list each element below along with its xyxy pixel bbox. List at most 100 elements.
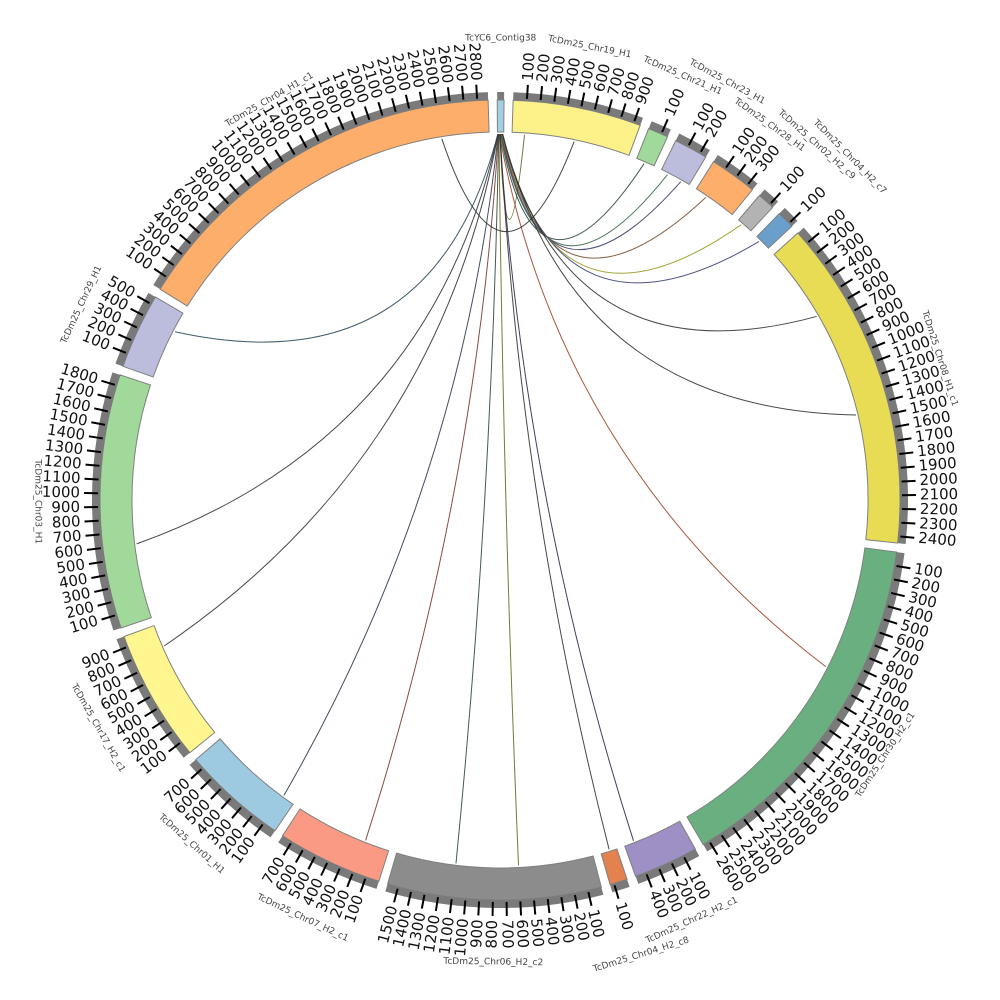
- ideogram-segment[interactable]: [112, 292, 184, 378]
- segment-name-label: TcDm25_Chr04_H2_c7: [810, 117, 888, 196]
- tick-mark: [887, 605, 902, 611]
- segment-band: [511, 99, 641, 156]
- tick-mark: [881, 368, 896, 375]
- tick-mark: [747, 172, 758, 185]
- tick-label: 1000: [42, 483, 80, 502]
- tick-mark: [84, 519, 99, 523]
- tick-label: 300: [60, 584, 92, 608]
- tick-mark: [434, 897, 440, 912]
- tick-mark: [91, 421, 106, 426]
- tick-mark: [683, 856, 692, 871]
- tick-label: 100: [584, 908, 608, 940]
- tick-mark: [539, 86, 544, 101]
- tick-mark: [346, 873, 354, 888]
- tick-mark: [725, 155, 735, 169]
- link-ribbon: [499, 133, 526, 220]
- segment-scale-band: [115, 292, 156, 367]
- tick-mark: [311, 128, 320, 142]
- tick-mark: [170, 244, 183, 256]
- tick-mark: [573, 894, 579, 909]
- ideogram-segment[interactable]: [189, 738, 294, 838]
- ideogram-segment[interactable]: [112, 624, 216, 758]
- tick-label: 2200: [920, 500, 959, 519]
- tick-mark: [803, 762, 816, 773]
- tick-label: 2300: [919, 514, 958, 534]
- tick-label: 700: [498, 920, 516, 949]
- tick-label: 500: [527, 918, 547, 948]
- ideogram-segment[interactable]: [773, 227, 916, 544]
- ideogram-segment[interactable]: [84, 372, 152, 631]
- ideogram-segment[interactable]: [660, 132, 710, 186]
- tick-mark: [432, 89, 438, 104]
- tick-mark: [153, 267, 167, 278]
- tick-label: 1900: [918, 454, 958, 475]
- tick-mark: [900, 535, 915, 539]
- tick-label: 100: [661, 86, 689, 119]
- tick-mark: [607, 99, 613, 114]
- tick-label: 800: [482, 920, 501, 949]
- tick-mark: [85, 463, 100, 467]
- tick-mark: [161, 256, 175, 267]
- tick-label: 600: [513, 919, 532, 949]
- tick-mark: [130, 684, 144, 693]
- segment-band: [660, 139, 707, 186]
- tick-mark: [876, 354, 891, 362]
- link-ribbon: [365, 133, 499, 841]
- tick-label: 200: [570, 911, 593, 942]
- tick-mark: [533, 900, 537, 915]
- tick-label: 300: [547, 54, 569, 85]
- tick-mark: [117, 333, 132, 341]
- ideogram-segment[interactable]: [511, 84, 643, 156]
- tick-mark: [883, 618, 898, 625]
- tick-mark: [448, 898, 453, 914]
- ideogram-segment[interactable]: [278, 808, 390, 893]
- ideogram-segment[interactable]: [624, 820, 700, 888]
- tick-mark: [333, 868, 341, 882]
- tick-mark: [866, 328, 880, 336]
- tick-mark: [94, 587, 109, 593]
- tick-mark: [519, 901, 523, 916]
- ideogram-layer: [84, 84, 916, 916]
- tick-label: 1100: [435, 916, 457, 956]
- tick-mark: [406, 891, 412, 906]
- segment-band: [195, 738, 294, 832]
- tick-label: 100: [776, 162, 809, 195]
- tick-mark: [179, 233, 192, 245]
- ideogram-segment[interactable]: [600, 848, 630, 900]
- link-ribbon: [455, 133, 500, 864]
- tick-mark: [363, 106, 371, 121]
- tick-mark: [824, 254, 838, 265]
- ideogram-segment[interactable]: [496, 92, 505, 133]
- tick-mark: [546, 899, 551, 914]
- tick-mark: [812, 751, 825, 762]
- link-ribbon: [501, 133, 707, 259]
- ideogram-segment[interactable]: [153, 84, 490, 307]
- tick-mark: [101, 614, 116, 621]
- ideogram-segment[interactable]: [686, 547, 911, 856]
- tick-mark: [130, 307, 144, 317]
- ideogram-segment[interactable]: [385, 852, 604, 916]
- tick-mark: [661, 118, 669, 133]
- tick-mark: [871, 341, 886, 349]
- tick-label: 1200: [43, 452, 83, 473]
- link-ribbon: [501, 133, 817, 332]
- ideogram-segment[interactable]: [695, 154, 758, 216]
- tick-mark: [854, 302, 868, 312]
- tick-mark: [857, 682, 871, 691]
- tick-mark: [253, 823, 264, 837]
- tick-label: 100: [797, 183, 830, 216]
- tick-mark: [282, 842, 292, 856]
- segment-scale-band: [116, 636, 190, 758]
- tick-mark: [418, 91, 424, 106]
- tick-mark: [850, 694, 865, 703]
- ideogram-segment[interactable]: [636, 118, 671, 167]
- ideogram-segment[interactable]: [737, 189, 782, 232]
- tick-label: 2100: [920, 485, 958, 503]
- tick-label: 500: [576, 59, 599, 91]
- tick-mark: [895, 423, 910, 428]
- tick-mark: [123, 671, 138, 680]
- tick-mark: [274, 149, 284, 163]
- segment-name-label: TcDm25_Chr03_H1: [32, 458, 42, 544]
- ideogram-segment[interactable]: [756, 207, 802, 249]
- tick-mark: [112, 346, 127, 354]
